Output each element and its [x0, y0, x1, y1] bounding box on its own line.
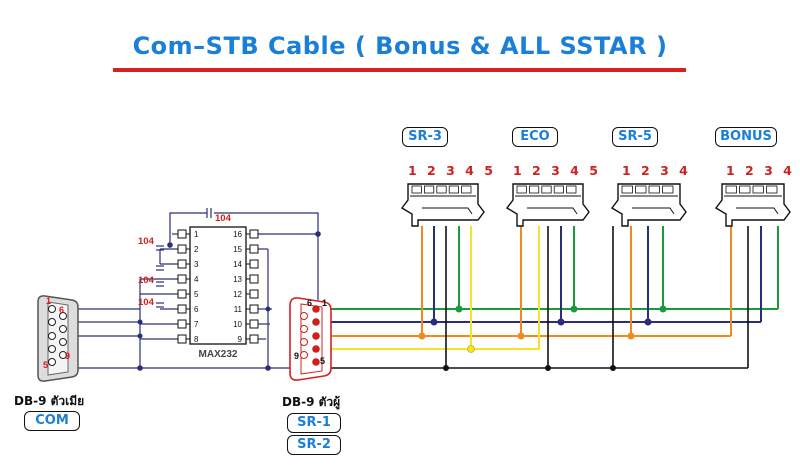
svg-text:9: 9: [238, 335, 243, 344]
db9-female-pin-6: 6: [59, 305, 64, 315]
ic-pin-10: 10: [233, 319, 259, 329]
svg-text:5: 5: [194, 290, 199, 299]
svg-text:10: 10: [233, 320, 242, 329]
receiver-plug-eco: [505, 183, 590, 227]
ic-pin-5: 5: [177, 289, 199, 299]
wire-black: [318, 226, 749, 369]
svg-text:4: 4: [194, 275, 199, 284]
svg-text:1: 1: [194, 230, 199, 239]
receiver-bonus-label: BONUS: [715, 127, 777, 147]
db9-female-connector: 1 6 9 5: [37, 295, 79, 382]
db9-male-pin-6: 6: [307, 298, 312, 308]
receiver-plug-bonus: [714, 183, 791, 227]
receiver-connectors: [400, 183, 791, 227]
wire-yellow: [326, 226, 540, 350]
svg-text:3: 3: [194, 260, 199, 269]
receiver-sr5-label: SR-5: [612, 127, 658, 147]
ic-pin-15: 15: [233, 244, 259, 254]
wire-orange: [320, 226, 732, 337]
max232-ic: [189, 226, 247, 345]
ic-pin-6: 6: [177, 304, 199, 314]
receiver-eco-pin-numbers: 1 2 3 4 5: [513, 163, 601, 178]
svg-text:2: 2: [194, 245, 199, 254]
ic-pin-11: 11: [234, 304, 259, 314]
svg-text:8: 8: [194, 335, 199, 344]
ic-pin-14: 14: [233, 259, 259, 269]
db9-female-label: DB-9 ตัวเมีย: [14, 394, 85, 408]
receiver-bonus-pin-numbers: 1 2 3 4: [726, 163, 795, 178]
wire-green: [324, 226, 779, 310]
receiver-eco-label: ECO: [512, 127, 558, 147]
ic-pin-4: 4: [177, 274, 199, 284]
ic-pin-2: 2: [177, 244, 199, 254]
receiver-sr5-pin-numbers: 1 2 3 4: [622, 163, 691, 178]
capacitor-labels: 104 104 104 104: [138, 213, 232, 308]
db9-male-label: DB-9 ตัวผู้: [282, 395, 341, 409]
db9-female-pin-9: 9: [65, 351, 70, 361]
receiver-plug-sr5: [610, 183, 687, 227]
db9-male-pin-5: 5: [320, 356, 325, 366]
svg-text:15: 15: [233, 245, 242, 254]
receiver-plug-sr3: [400, 183, 485, 227]
db9-male-pin-9: 9: [294, 351, 299, 361]
ic-pin-3: 3: [177, 259, 199, 269]
capacitor-label: 104: [138, 297, 155, 308]
com-box: COM: [24, 411, 80, 431]
ic-pin-13: 13: [233, 274, 259, 284]
svg-text:16: 16: [233, 230, 242, 239]
diagram-title: Com–STB Cable ( Bonus & ALL SSTAR ): [132, 32, 668, 60]
db9-female-pin-1: 1: [46, 296, 51, 306]
receiver-sr3-label: SR-3: [402, 127, 448, 147]
wire-navy: [320, 226, 762, 323]
svg-text:13: 13: [233, 275, 242, 284]
ic-pin-16: 16: [233, 229, 259, 239]
ic-pin-7: 7: [177, 319, 199, 329]
svg-text:7: 7: [194, 320, 199, 329]
svg-text:11: 11: [234, 305, 243, 314]
capacitor-label: 104: [138, 275, 155, 286]
ic-name: MAX232: [199, 349, 238, 360]
svg-text:14: 14: [233, 260, 242, 269]
capacitor-label: 104: [215, 213, 232, 224]
ic-pin-9: 9: [238, 334, 259, 344]
title-underline: [113, 68, 686, 72]
db9-male-pin-1: 1: [322, 298, 327, 308]
sr1-box: SR-1: [287, 413, 341, 433]
ic-pin-12: 12: [233, 289, 259, 299]
capacitor-label: 104: [138, 236, 155, 247]
svg-text:6: 6: [194, 305, 199, 314]
ic-pin-1: 1: [177, 229, 199, 239]
svg-text:12: 12: [233, 290, 242, 299]
sr2-box: SR-2: [287, 435, 341, 455]
junction-dots: [418, 305, 667, 371]
max232-junction-dots: [137, 231, 321, 371]
receiver-sr3-pin-numbers: 1 2 3 4 5: [408, 163, 496, 178]
db9-female-pin-5: 5: [43, 360, 48, 370]
ic-pin-8: 8: [177, 334, 199, 344]
capacitors: [156, 245, 164, 308]
db9-male-connector: 6 1 9 5: [289, 297, 332, 381]
